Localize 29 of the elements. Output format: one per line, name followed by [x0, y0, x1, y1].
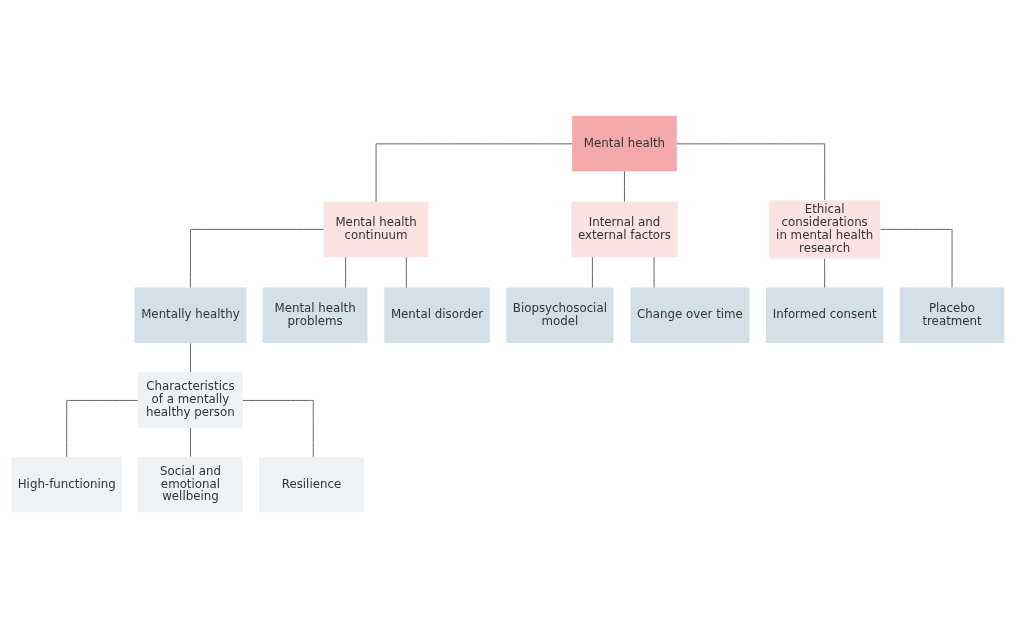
- connector: [405, 256, 407, 288]
- connector: [66, 399, 139, 457]
- node-box: Mental health: [572, 115, 677, 171]
- node-box: Mental health problems: [262, 287, 368, 343]
- node-box: Resilience: [259, 456, 364, 512]
- connector: [190, 342, 191, 373]
- connector: [880, 228, 953, 288]
- connector: [190, 426, 191, 457]
- node-box: Mental health continuum: [323, 201, 429, 257]
- node-box: Mental disorder: [384, 287, 490, 343]
- node-box: Informed consent: [765, 287, 884, 343]
- node-box: Ethical considerations in mental health research: [769, 199, 881, 258]
- node-box: Mentally healthy: [134, 287, 247, 343]
- connector: [375, 142, 573, 202]
- node-box: Characteristics of a mentally healthy person: [138, 371, 243, 428]
- node-box: Internal and external factors: [571, 201, 678, 257]
- connector: [190, 228, 325, 288]
- connector: [242, 399, 314, 457]
- connector: [824, 257, 826, 288]
- connector: [345, 256, 347, 288]
- node-box: Biopsychosocial model: [506, 287, 614, 343]
- node-box: Change over time: [630, 287, 750, 343]
- node-box: Social and emotional wellbeing: [138, 456, 243, 512]
- connector: [653, 256, 655, 288]
- connector: [676, 142, 826, 201]
- node-box: High-functioning: [11, 456, 122, 512]
- connector: [624, 170, 625, 202]
- connector: [591, 256, 593, 288]
- node-box: Placebo treatment: [899, 287, 1005, 343]
